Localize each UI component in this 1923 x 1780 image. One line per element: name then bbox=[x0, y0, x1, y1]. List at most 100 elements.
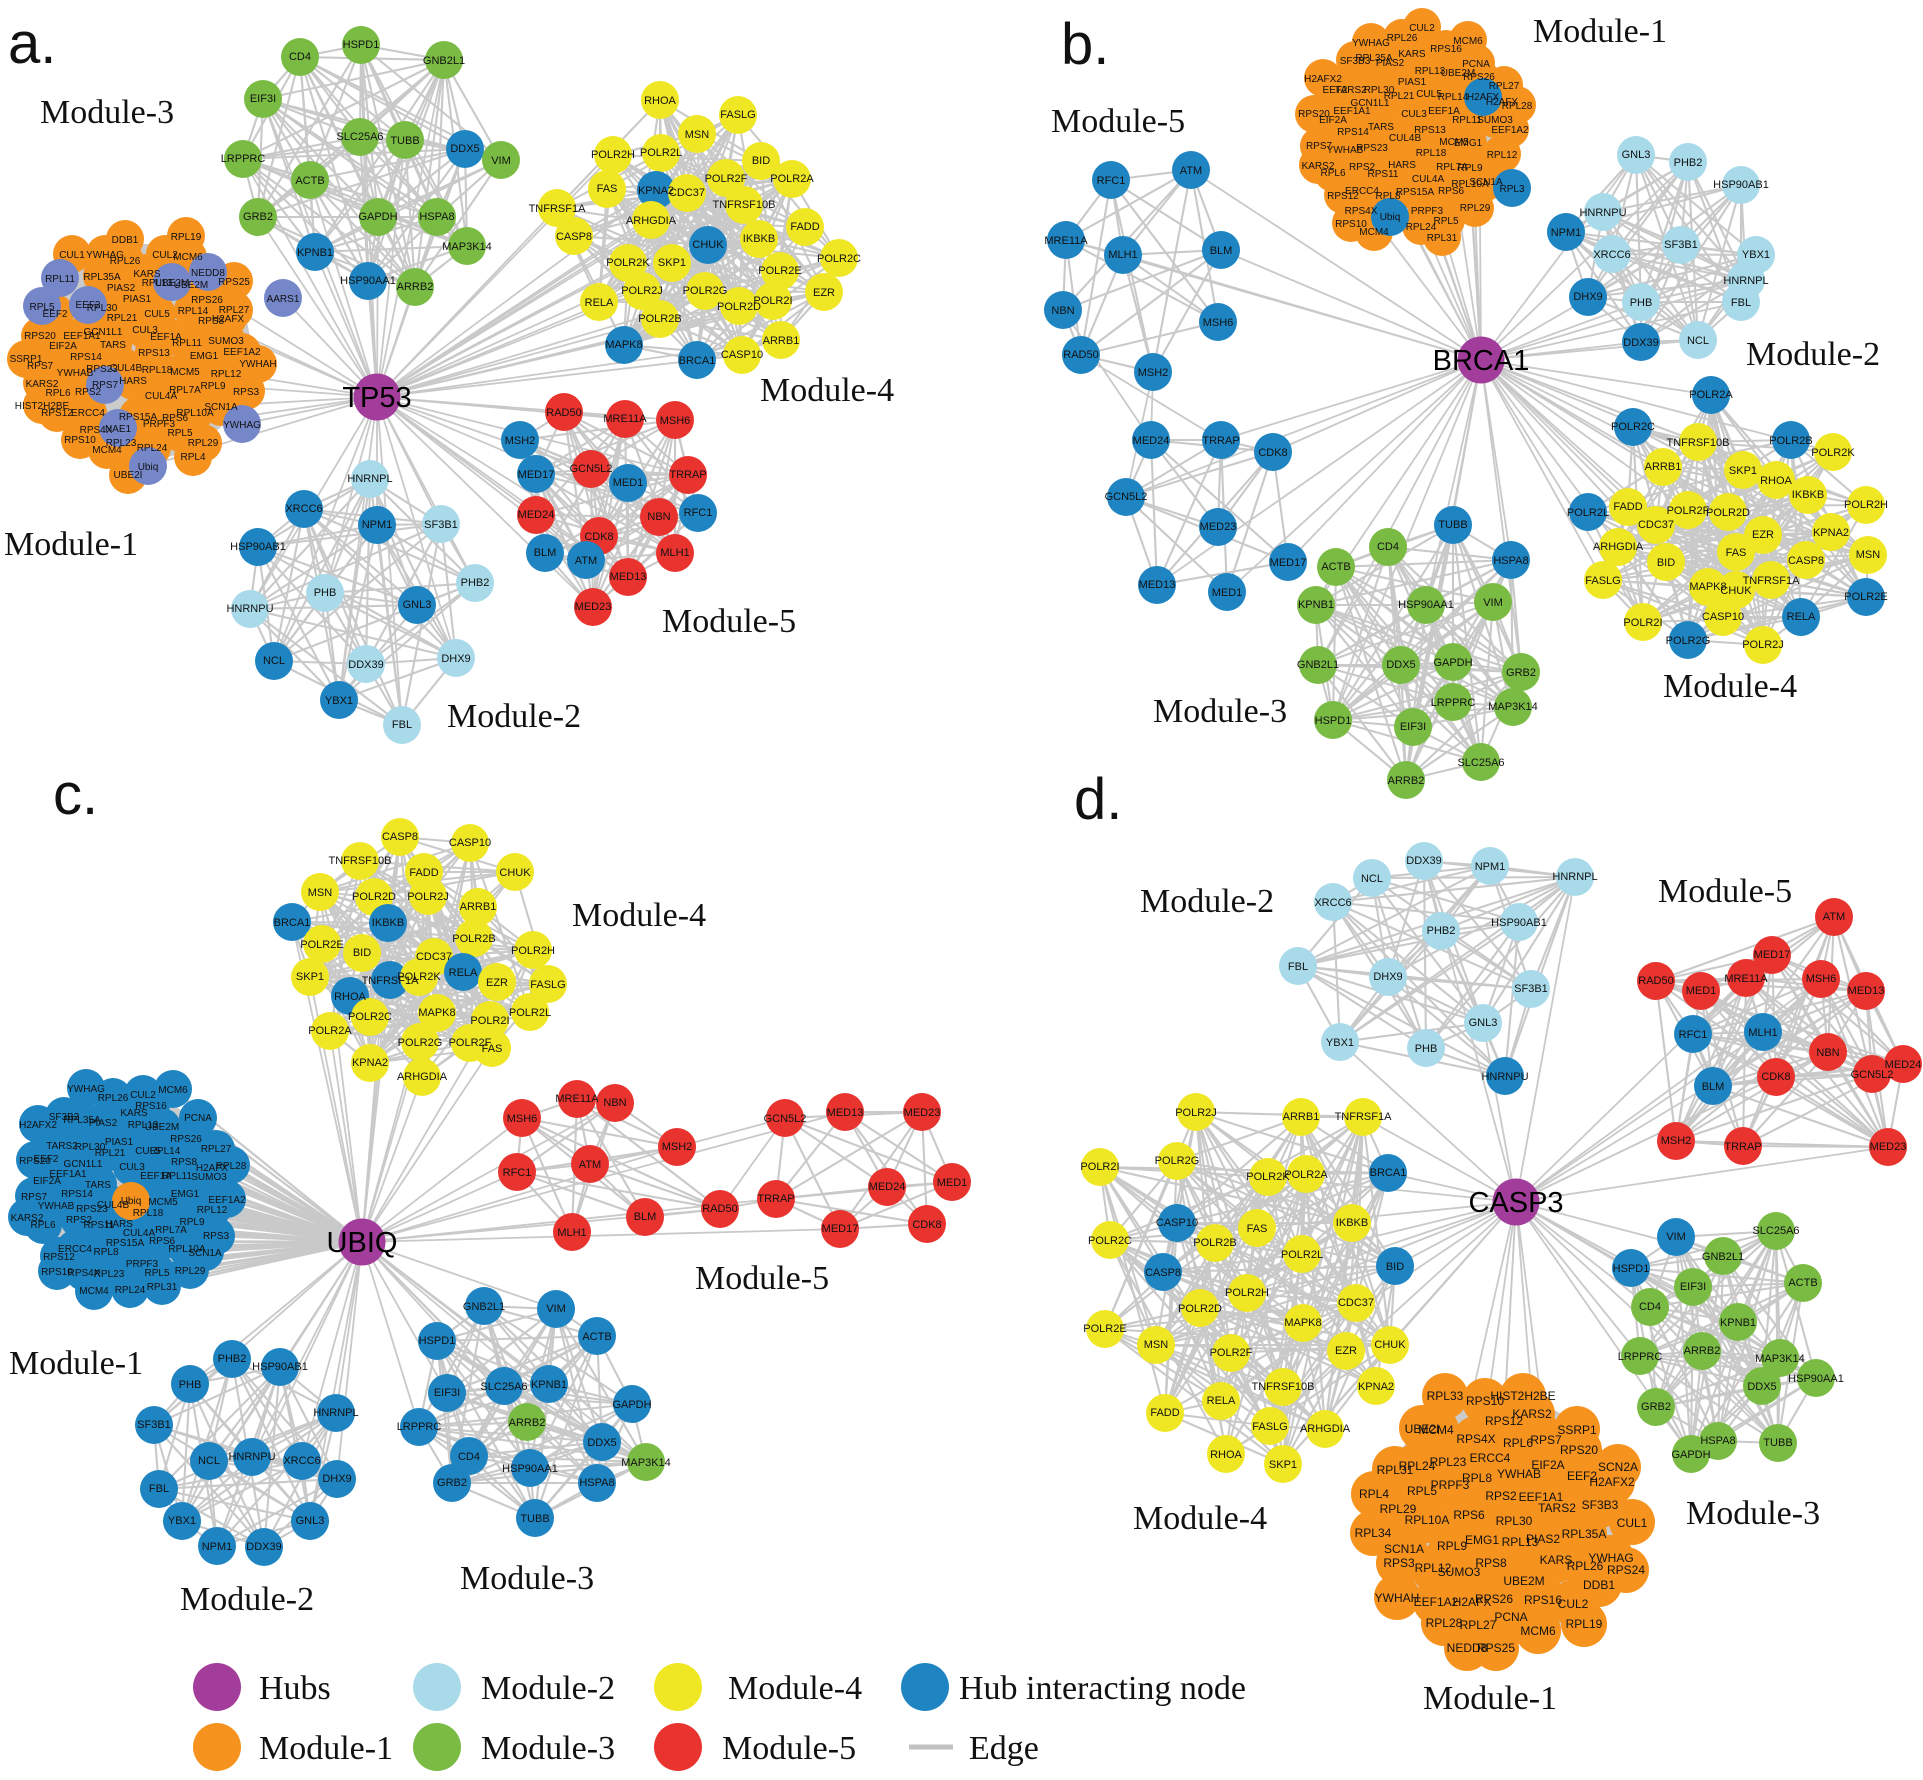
svg-text:RPL35A: RPL35A bbox=[1562, 1527, 1607, 1541]
svg-text:RPL5: RPL5 bbox=[167, 428, 192, 439]
svg-text:EEF1A: EEF1A bbox=[150, 332, 182, 343]
svg-text:HSP90AB1: HSP90AB1 bbox=[1491, 917, 1547, 929]
svg-text:UBE2M: UBE2M bbox=[145, 1122, 179, 1133]
svg-text:YWHAG: YWHAG bbox=[1588, 1551, 1633, 1565]
svg-text:Ubiq: Ubiq bbox=[138, 462, 159, 473]
svg-text:ARRB1: ARRB1 bbox=[460, 901, 497, 913]
svg-text:RPL26: RPL26 bbox=[1567, 1559, 1604, 1573]
svg-text:RPL11: RPL11 bbox=[162, 1171, 192, 1182]
svg-text:ATM: ATM bbox=[575, 555, 597, 567]
svg-text:TRRAP: TRRAP bbox=[1724, 1141, 1761, 1153]
svg-text:ARHGDIA: ARHGDIA bbox=[1593, 541, 1644, 553]
svg-text:POLR2B: POLR2B bbox=[452, 933, 495, 945]
svg-text:b.: b. bbox=[1061, 12, 1109, 77]
svg-text:GAPDH: GAPDH bbox=[1433, 657, 1472, 669]
svg-text:BID: BID bbox=[353, 947, 371, 959]
svg-text:UBE2M: UBE2M bbox=[1503, 1574, 1544, 1588]
svg-text:RPL29: RPL29 bbox=[188, 438, 219, 449]
svg-text:MSH6: MSH6 bbox=[660, 415, 691, 427]
svg-text:EMG1: EMG1 bbox=[1454, 138, 1483, 149]
svg-text:RPS7: RPS7 bbox=[1306, 141, 1333, 152]
svg-text:RPL7A: RPL7A bbox=[155, 1225, 187, 1236]
svg-text:NPM1: NPM1 bbox=[1551, 227, 1582, 239]
svg-text:ACTB: ACTB bbox=[582, 1331, 611, 1343]
svg-text:POLR2L: POLR2L bbox=[1281, 1249, 1323, 1261]
svg-text:UBIQ: UBIQ bbox=[327, 1227, 398, 1259]
svg-text:GNL3: GNL3 bbox=[403, 599, 432, 611]
svg-text:EEF1A1: EEF1A1 bbox=[63, 331, 101, 342]
svg-text:ARRB2: ARRB2 bbox=[397, 281, 434, 293]
svg-text:HSPA8: HSPA8 bbox=[579, 1477, 614, 1489]
svg-text:MED13: MED13 bbox=[827, 1107, 864, 1119]
svg-text:HIST2H2BE: HIST2H2BE bbox=[1490, 1389, 1555, 1403]
svg-text:GNB2L1: GNB2L1 bbox=[1702, 1251, 1744, 1263]
svg-text:CHUK: CHUK bbox=[692, 239, 724, 251]
svg-text:POLR2B: POLR2B bbox=[1769, 435, 1812, 447]
svg-text:POLR2G: POLR2G bbox=[683, 285, 728, 297]
svg-text:H2AFX2: H2AFX2 bbox=[1304, 74, 1342, 85]
svg-text:RPS8: RPS8 bbox=[171, 1157, 198, 1168]
svg-text:CUL3: CUL3 bbox=[119, 1162, 145, 1173]
svg-text:MCM6: MCM6 bbox=[1520, 1624, 1556, 1638]
svg-text:TRRAP: TRRAP bbox=[669, 469, 706, 481]
svg-text:RPS3: RPS3 bbox=[203, 1231, 230, 1242]
svg-text:KPNA2: KPNA2 bbox=[1813, 527, 1849, 539]
svg-text:PHB2: PHB2 bbox=[461, 577, 490, 589]
svg-text:SF3B1: SF3B1 bbox=[424, 519, 458, 531]
svg-text:RPL5: RPL5 bbox=[29, 302, 54, 313]
svg-text:KARS2: KARS2 bbox=[11, 1213, 44, 1224]
svg-text:RPL12: RPL12 bbox=[197, 1205, 228, 1216]
svg-text:FASLG: FASLG bbox=[530, 979, 565, 991]
svg-text:VIM: VIM bbox=[491, 155, 511, 167]
svg-text:FBL: FBL bbox=[392, 719, 412, 731]
svg-text:MSH6: MSH6 bbox=[1203, 317, 1234, 329]
svg-text:POLR2L: POLR2L bbox=[640, 147, 682, 159]
svg-text:HNRNPU: HNRNPU bbox=[1579, 207, 1626, 219]
svg-text:MED1: MED1 bbox=[613, 477, 644, 489]
svg-text:RPL5: RPL5 bbox=[1433, 216, 1458, 227]
svg-text:TUBB: TUBB bbox=[390, 135, 419, 147]
svg-text:RPL35A: RPL35A bbox=[83, 272, 121, 283]
svg-text:MCM4: MCM4 bbox=[79, 1286, 109, 1297]
svg-text:RPL30: RPL30 bbox=[1364, 85, 1395, 96]
svg-text:POLR2A: POLR2A bbox=[770, 173, 814, 185]
svg-text:KARS2: KARS2 bbox=[1512, 1407, 1552, 1421]
svg-text:KARS: KARS bbox=[1540, 1553, 1573, 1567]
svg-text:POLR2I: POLR2I bbox=[470, 1015, 509, 1027]
svg-text:POLR2H: POLR2H bbox=[511, 945, 555, 957]
svg-text:RHOA: RHOA bbox=[1210, 1449, 1242, 1461]
svg-text:LRPPRC: LRPPRC bbox=[397, 1421, 442, 1433]
svg-text:NCL: NCL bbox=[198, 1455, 220, 1467]
svg-text:TARS: TARS bbox=[85, 1180, 111, 1191]
svg-text:POLR2E: POLR2E bbox=[300, 939, 343, 951]
svg-text:DDX39: DDX39 bbox=[246, 1541, 281, 1553]
svg-text:BLM: BLM bbox=[634, 1211, 657, 1223]
svg-text:HNRNPU: HNRNPU bbox=[226, 603, 273, 615]
svg-text:CUL4A: CUL4A bbox=[123, 1228, 156, 1239]
svg-text:HSPD1: HSPD1 bbox=[343, 39, 380, 51]
svg-text:YWHAG: YWHAG bbox=[67, 1084, 105, 1095]
svg-text:RPL11: RPL11 bbox=[1452, 115, 1482, 126]
svg-text:EIF3I: EIF3I bbox=[1400, 721, 1426, 733]
svg-text:RPS16: RPS16 bbox=[1430, 44, 1462, 55]
svg-text:DHX9: DHX9 bbox=[1373, 971, 1402, 983]
svg-text:KARS: KARS bbox=[133, 269, 161, 280]
svg-text:MED24: MED24 bbox=[869, 1181, 906, 1193]
svg-text:CDK8: CDK8 bbox=[584, 531, 613, 543]
svg-text:MSH6: MSH6 bbox=[507, 1113, 538, 1125]
svg-text:ACTB: ACTB bbox=[295, 175, 324, 187]
svg-text:RPL9: RPL9 bbox=[1457, 163, 1482, 174]
svg-text:EIF3I: EIF3I bbox=[1680, 1281, 1706, 1293]
svg-text:DDX5: DDX5 bbox=[1747, 1381, 1776, 1393]
svg-text:RPS14: RPS14 bbox=[61, 1189, 93, 1200]
svg-text:POLR2C: POLR2C bbox=[348, 1011, 392, 1023]
svg-text:EIF2A: EIF2A bbox=[49, 341, 77, 352]
svg-text:EEF1A2: EEF1A2 bbox=[1414, 1595, 1459, 1609]
svg-text:H2AFX: H2AFX bbox=[1467, 92, 1500, 103]
svg-text:NPM1: NPM1 bbox=[362, 519, 393, 531]
svg-text:HNRNPL: HNRNPL bbox=[347, 473, 392, 485]
svg-text:PRPF3: PRPF3 bbox=[1431, 1478, 1470, 1492]
svg-text:Module-3: Module-3 bbox=[481, 1730, 615, 1767]
svg-text:Ubiq: Ubiq bbox=[121, 1196, 142, 1207]
svg-text:EEF2: EEF2 bbox=[1322, 85, 1347, 96]
